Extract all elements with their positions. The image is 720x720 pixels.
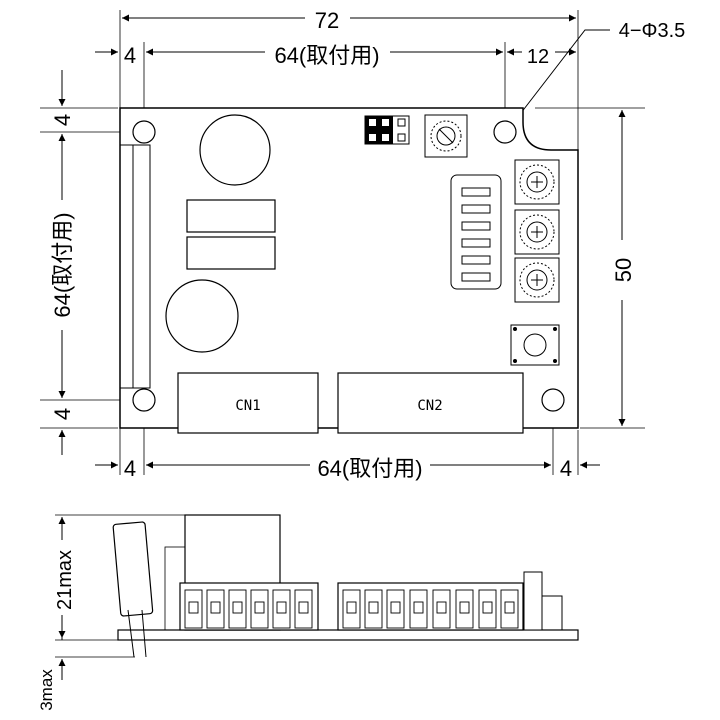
mounting-hole-bottom-right <box>541 388 565 412</box>
connector-cn1-body <box>177 372 319 434</box>
side-capacitor-leads <box>127 609 147 658</box>
component-block-1 <box>186 199 276 233</box>
rotary-switch-3 <box>514 257 560 303</box>
dim-top-offset-left: 4 <box>50 114 75 126</box>
dim-mount-span-left: 64(取付用) <box>50 212 75 317</box>
capacitor-top <box>199 114 271 186</box>
side-extension-lines <box>55 514 185 658</box>
component-block-2 <box>186 236 276 270</box>
rotary-switch-2 <box>514 209 560 255</box>
dim-bottom-left: 4 <box>124 456 136 481</box>
dimension-lines <box>58 14 626 469</box>
connector-cn1-label: CN1 <box>235 398 260 414</box>
push-button <box>510 324 560 366</box>
dim-side-bottom: 3max <box>37 669 56 711</box>
dim-right-offset: 12 <box>527 46 549 68</box>
mounting-hole-bottom-left <box>132 388 156 412</box>
left-edge-header <box>119 144 151 389</box>
dim-side-height: 21max <box>54 550 76 610</box>
hole-callout: 4−Φ3.5 <box>619 20 686 42</box>
side-connector-cn1 <box>179 582 319 631</box>
side-connector-cn2 <box>337 582 524 631</box>
mounting-hole-top-left <box>132 120 156 144</box>
connector-cn2-label: CN2 <box>417 398 442 414</box>
dim-bottom-right: 4 <box>560 456 572 481</box>
connector-cn2-body <box>337 372 524 434</box>
side-push-button <box>523 571 563 631</box>
dim-left-offset: 4 <box>124 43 136 68</box>
rotary-switch-1 <box>514 159 560 205</box>
jumper-block <box>364 115 410 145</box>
dim-height-right: 50 <box>611 258 636 282</box>
rotary-switch-top <box>424 114 468 158</box>
top-view: 72 4 64(取付用) 12 4−Φ3.5 4 64(取付用) 4 4 64(… <box>40 8 685 481</box>
dim-mount-span-bottom: 64(取付用) <box>317 456 422 481</box>
dim-total-width: 72 <box>315 8 339 33</box>
side-capacitor <box>112 521 154 617</box>
mounting-hole-top-right <box>493 120 517 144</box>
capacitor-bottom <box>165 279 239 353</box>
dim-bottom-offset-left: 4 <box>50 408 75 420</box>
side-pcb <box>117 629 579 641</box>
dip-switch <box>450 174 502 290</box>
side-view: 21max 3max <box>37 514 579 711</box>
dim-mount-span-top: 64(取付用) <box>274 43 379 68</box>
